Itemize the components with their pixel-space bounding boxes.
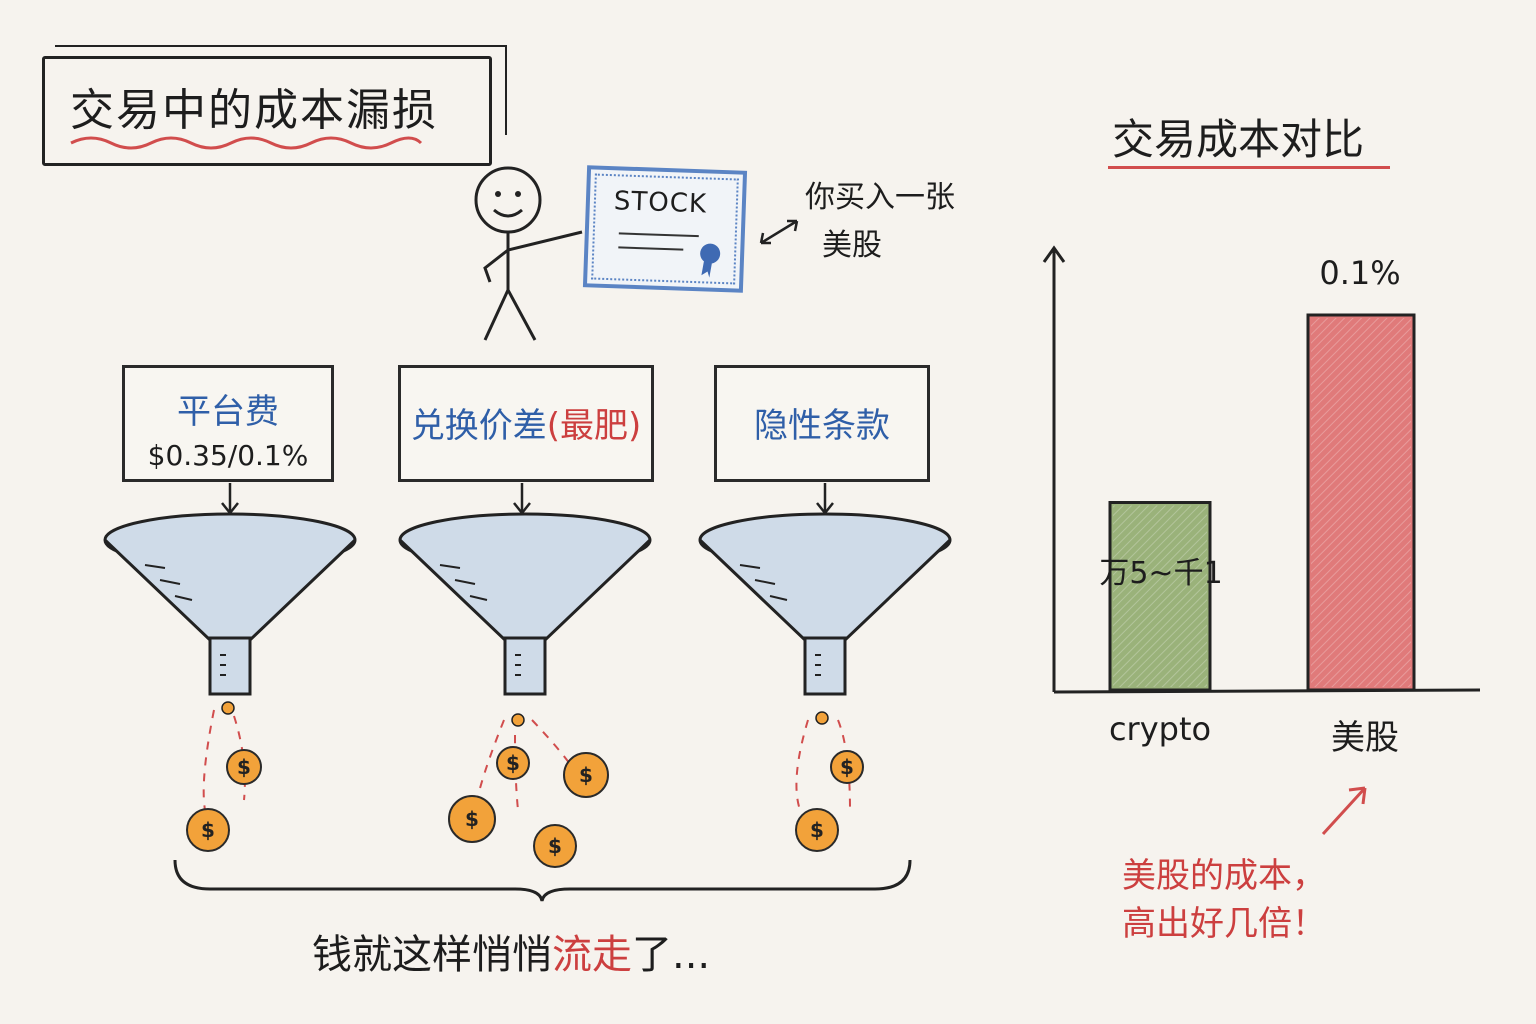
title-frame: [42, 45, 507, 166]
summary-suffix: 了...: [632, 932, 711, 978]
category-crypto: crypto: [1108, 710, 1212, 748]
coin-icon: $: [795, 808, 839, 852]
arrow-down-icon: [512, 481, 532, 515]
arrow-down-icon: [815, 481, 835, 515]
funnel-icon: [103, 512, 357, 696]
seal-icon: [700, 243, 721, 278]
arrow-down-icon: [220, 481, 240, 515]
coin-icon: $: [563, 752, 609, 798]
category-us: 美股: [1331, 718, 1399, 758]
bar-label-crypto: 万5~千1: [1099, 556, 1223, 591]
double-arrow-icon: [759, 219, 799, 245]
bar-hatch: [1311, 318, 1411, 687]
fee-label-platform: 平台费: [177, 392, 279, 432]
fee-label-spread: 兑换价差: [410, 406, 547, 446]
stick-figure: [474, 166, 583, 341]
annotation-line1: 美股的成本，: [1122, 856, 1326, 896]
certificate-label: STOCK: [613, 186, 708, 220]
fee-label-spread-note: (最肥): [546, 406, 642, 446]
summary-highlight: 流走: [552, 932, 632, 978]
funnel-icon: [698, 512, 952, 696]
funnel-icon: [398, 512, 652, 696]
bar-hatch: [1113, 505, 1207, 687]
buy-note-line2: 美股: [822, 228, 882, 263]
coin-icon: $: [226, 749, 262, 785]
y-axis-arrow: [1042, 245, 1066, 263]
coin-icon: $: [830, 750, 864, 784]
chart-title: 交易成本对比: [1112, 115, 1365, 164]
fee-box-hidden: 隐性条款: [714, 365, 930, 482]
bar-chart: [1042, 245, 1481, 694]
fee-box-platform: 平台费 $0.35/0.1%: [122, 365, 334, 482]
fee-value-platform: $0.35/0.1%: [147, 439, 309, 472]
summary-prefix: 钱就这样悄悄: [312, 932, 552, 978]
arrow-up-right-icon: [1321, 786, 1367, 836]
chart-title-underline: [1108, 166, 1390, 169]
title-underline: [70, 136, 423, 150]
fee-box-spread: 兑换价差(最肥): [398, 365, 654, 482]
coin-icon: $: [496, 746, 530, 780]
page-title: 交易中的成本漏损: [70, 85, 438, 136]
summary-text: 钱就这样悄悄流走了...: [312, 922, 710, 980]
coin-icon: $: [448, 795, 496, 843]
stock-certificate: STOCK: [582, 165, 748, 293]
fee-label-hidden: 隐性条款: [754, 406, 890, 446]
bar-label-us: 0.1%: [1319, 254, 1401, 292]
annotation-line2: 高出好几倍！: [1122, 904, 1326, 944]
brace-icon: [173, 859, 912, 902]
coin-icon: $: [533, 824, 577, 868]
coin-icon: $: [186, 808, 230, 852]
buy-note-line1: 你买入一张: [805, 180, 955, 215]
